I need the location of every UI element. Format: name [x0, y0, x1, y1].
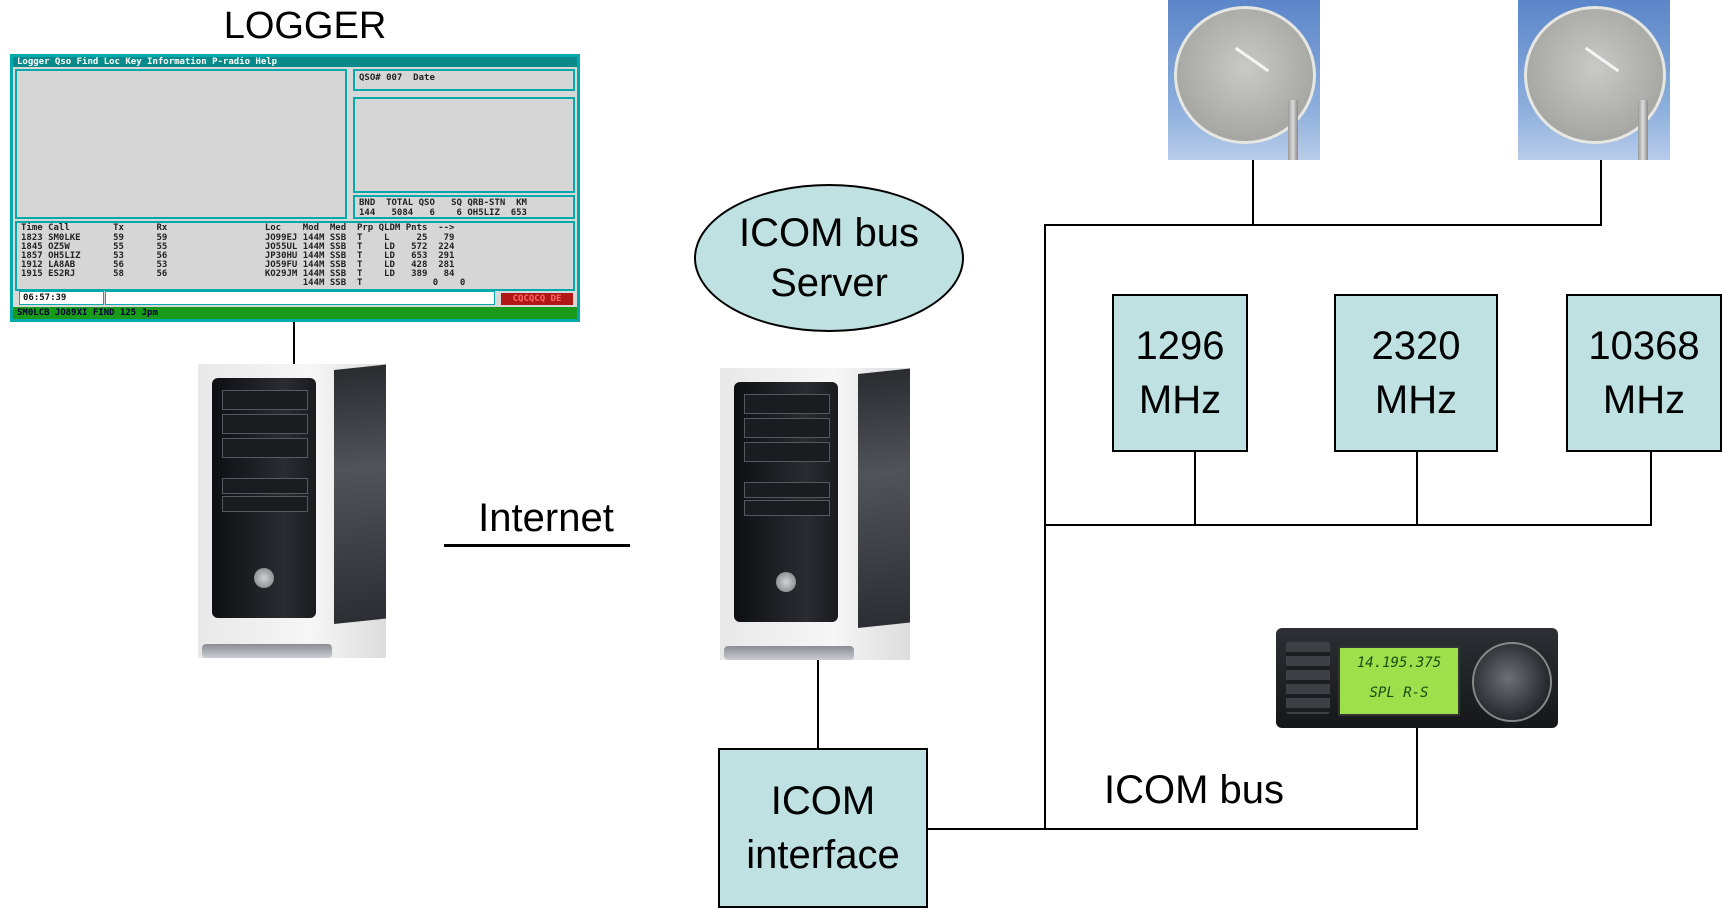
connector-line	[817, 660, 819, 748]
icom-bus-server-node: ICOM bus Server	[694, 184, 964, 332]
transceiver-display-mode: SPL R-S	[1369, 685, 1429, 701]
logger-screenshot: Logger Qso Find Loc Key Information P-ra…	[10, 54, 580, 322]
transverter-feed-line	[1194, 452, 1196, 526]
logger-clock: 06:57:39	[19, 291, 104, 305]
server-label-line2: Server	[770, 261, 888, 305]
logger-info-pane	[353, 97, 575, 193]
logger-log-row: 1915 ES2RJ 58 56 KO29JM 144M SSB T LD 38…	[21, 269, 455, 279]
transverter-10368-box: 10368 MHz	[1566, 294, 1722, 452]
connector-line	[293, 322, 295, 364]
antenna-bus-line	[1044, 224, 1602, 226]
logger-log-row: 1857 OH5LIZ 53 56 JP30HU 144M SSB T LD 6…	[21, 251, 455, 261]
logger-log-header: Time Call Tx Rx Loc Mod Med Prp QLDM Pnt…	[21, 223, 455, 233]
internet-underline	[444, 544, 630, 547]
antenna-feed-line	[1252, 160, 1254, 226]
interface-label-line2: interface	[746, 833, 900, 877]
logger-cq-indicator: CQCQCQ DE	[501, 293, 573, 305]
transverter-2320-box: 2320 MHz	[1334, 294, 1498, 452]
client-computer-image	[198, 364, 386, 658]
transverter-unit: MHz	[1374, 378, 1458, 422]
transverter-1296-box: 1296 MHz	[1112, 294, 1248, 452]
radio-feed-line	[1416, 728, 1418, 830]
icom-transceiver-image: 14.195.375 SPL R-S	[1276, 628, 1558, 728]
icom-interface-box: ICOM interface	[718, 748, 928, 908]
logger-qso-header: QSO# 007 Date	[359, 73, 435, 83]
logger-log-row: 1845 OZ5W 55 55 JO55UL 144M SSB T LD 572…	[21, 242, 455, 252]
transceiver-display: 14.195.375 SPL R-S	[1338, 646, 1460, 716]
logger-main-pane	[15, 69, 347, 219]
transverter-freq: 2320	[1371, 324, 1461, 368]
server-label-line1: ICOM bus	[738, 211, 920, 255]
internet-label: Internet	[478, 496, 614, 540]
icom-bus-label: ICOM bus	[1104, 768, 1285, 812]
logger-title: LOGGER	[223, 5, 387, 47]
logger-log-row: 1823 SM0LKE 59 59 JO99EJ 144M SSB T L 25…	[21, 233, 455, 243]
logger-log-pane: Time Call Tx Rx Loc Mod Med Prp QLDM Pnt…	[15, 221, 575, 291]
logger-stats-row: 144 5084 6 6 OH5LIZ 653	[359, 208, 527, 218]
logger-log-row: 144M SSB T 0 0	[21, 278, 466, 288]
antenna-feed-line	[1600, 160, 1602, 226]
computer-logo-icon	[254, 568, 274, 588]
server-computer-image	[720, 368, 910, 660]
tuning-knob-icon	[1472, 642, 1552, 722]
logger-menu-bar: Logger Qso Find Loc Key Information P-ra…	[13, 57, 577, 67]
logger-stats-header: BND TOTAL QSO SQ QRB-STN KM	[359, 198, 527, 208]
transverter-bus-line	[1044, 524, 1652, 526]
bus-line	[928, 828, 1046, 830]
logger-log-row: 1912 LA8AB 56 53 JO59FU 144M SSB T LD 42…	[21, 260, 455, 270]
radio-bus-line	[1044, 828, 1418, 830]
transverter-feed-line	[1650, 452, 1652, 526]
transverter-feed-line	[1416, 452, 1418, 526]
logger-input-bar	[105, 291, 495, 305]
transverter-freq: 10368	[1588, 324, 1700, 368]
transceiver-display-freq: 14.195.375	[1356, 655, 1442, 671]
logger-stats-pane: BND TOTAL QSO SQ QRB-STN KM 144 5084 6 6…	[353, 195, 575, 219]
logger-qso-pane: QSO# 007 Date	[353, 69, 575, 91]
logger-status-bar: SM0LCB JO89XI FIND 125 Jpm	[13, 307, 577, 319]
dish-antenna-image	[1168, 0, 1320, 160]
transverter-unit: MHz	[1602, 378, 1686, 422]
transverter-unit: MHz	[1138, 378, 1222, 422]
dish-antenna-image	[1518, 0, 1670, 160]
interface-label-line1: ICOM	[770, 779, 876, 823]
bus-trunk-line	[1044, 224, 1046, 830]
transverter-freq: 1296	[1135, 324, 1225, 368]
computer-logo-icon	[776, 572, 796, 592]
